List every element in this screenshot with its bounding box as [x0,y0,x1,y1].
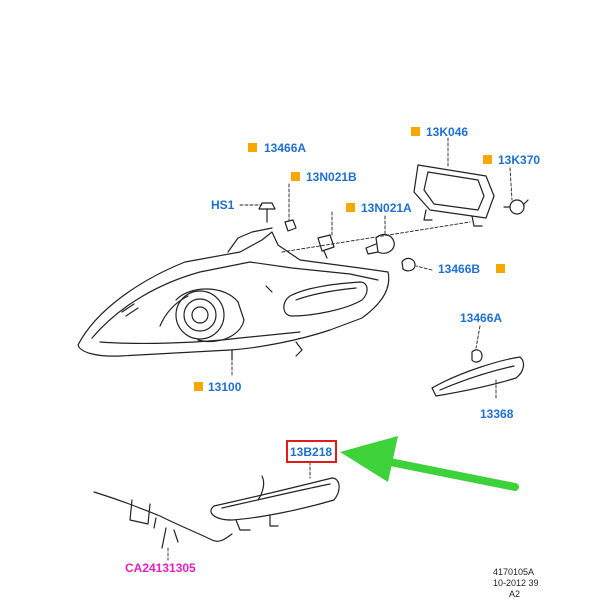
marker-square [496,264,505,273]
part-label-13466a-right[interactable]: 13466A [460,311,503,325]
part-label-13368[interactable]: 13368 [480,407,514,421]
reference-line-1: 4170105A [493,567,535,577]
bulbs-group [258,202,483,363]
wiring-harness [93,491,233,549]
marker-square [194,382,203,391]
marker-square [346,203,355,212]
pointer-arrow [340,436,519,491]
part-label-13466b[interactable]: 13466B [438,262,481,276]
part-label-hs1[interactable]: HS1 [211,198,235,212]
side-marker-lamp [431,356,525,397]
socket-13k370 [503,199,529,215]
marker-square [291,172,300,181]
part-label-13k046[interactable]: 13K046 [426,125,469,139]
part-label-ca24131305[interactable]: CA24131305 [125,561,196,575]
bracket-13k046 [413,164,495,227]
marker-square [483,155,492,164]
reference-line-3: A2 [509,589,521,599]
reference-line-2: 10-2012 39 [493,578,539,588]
part-label-13466a-top[interactable]: 13466A [264,141,307,155]
leader-lines [167,137,513,561]
part-label-13k370[interactable]: 13K370 [498,153,541,167]
highlight-box [286,440,337,463]
part-label-13n021b[interactable]: 13N021B [306,170,357,184]
marker-square [248,143,257,152]
part-label-13100[interactable]: 13100 [208,380,242,394]
drawing-reference: 4170105A 10-2012 39 A2 [493,567,539,600]
drl-lamp [210,475,340,531]
part-label-13b218[interactable]: 13B218 [290,445,333,459]
headlamp-assembly [77,227,390,361]
part-label-13n021a[interactable]: 13N021A [361,201,412,215]
marker-square [411,127,420,136]
